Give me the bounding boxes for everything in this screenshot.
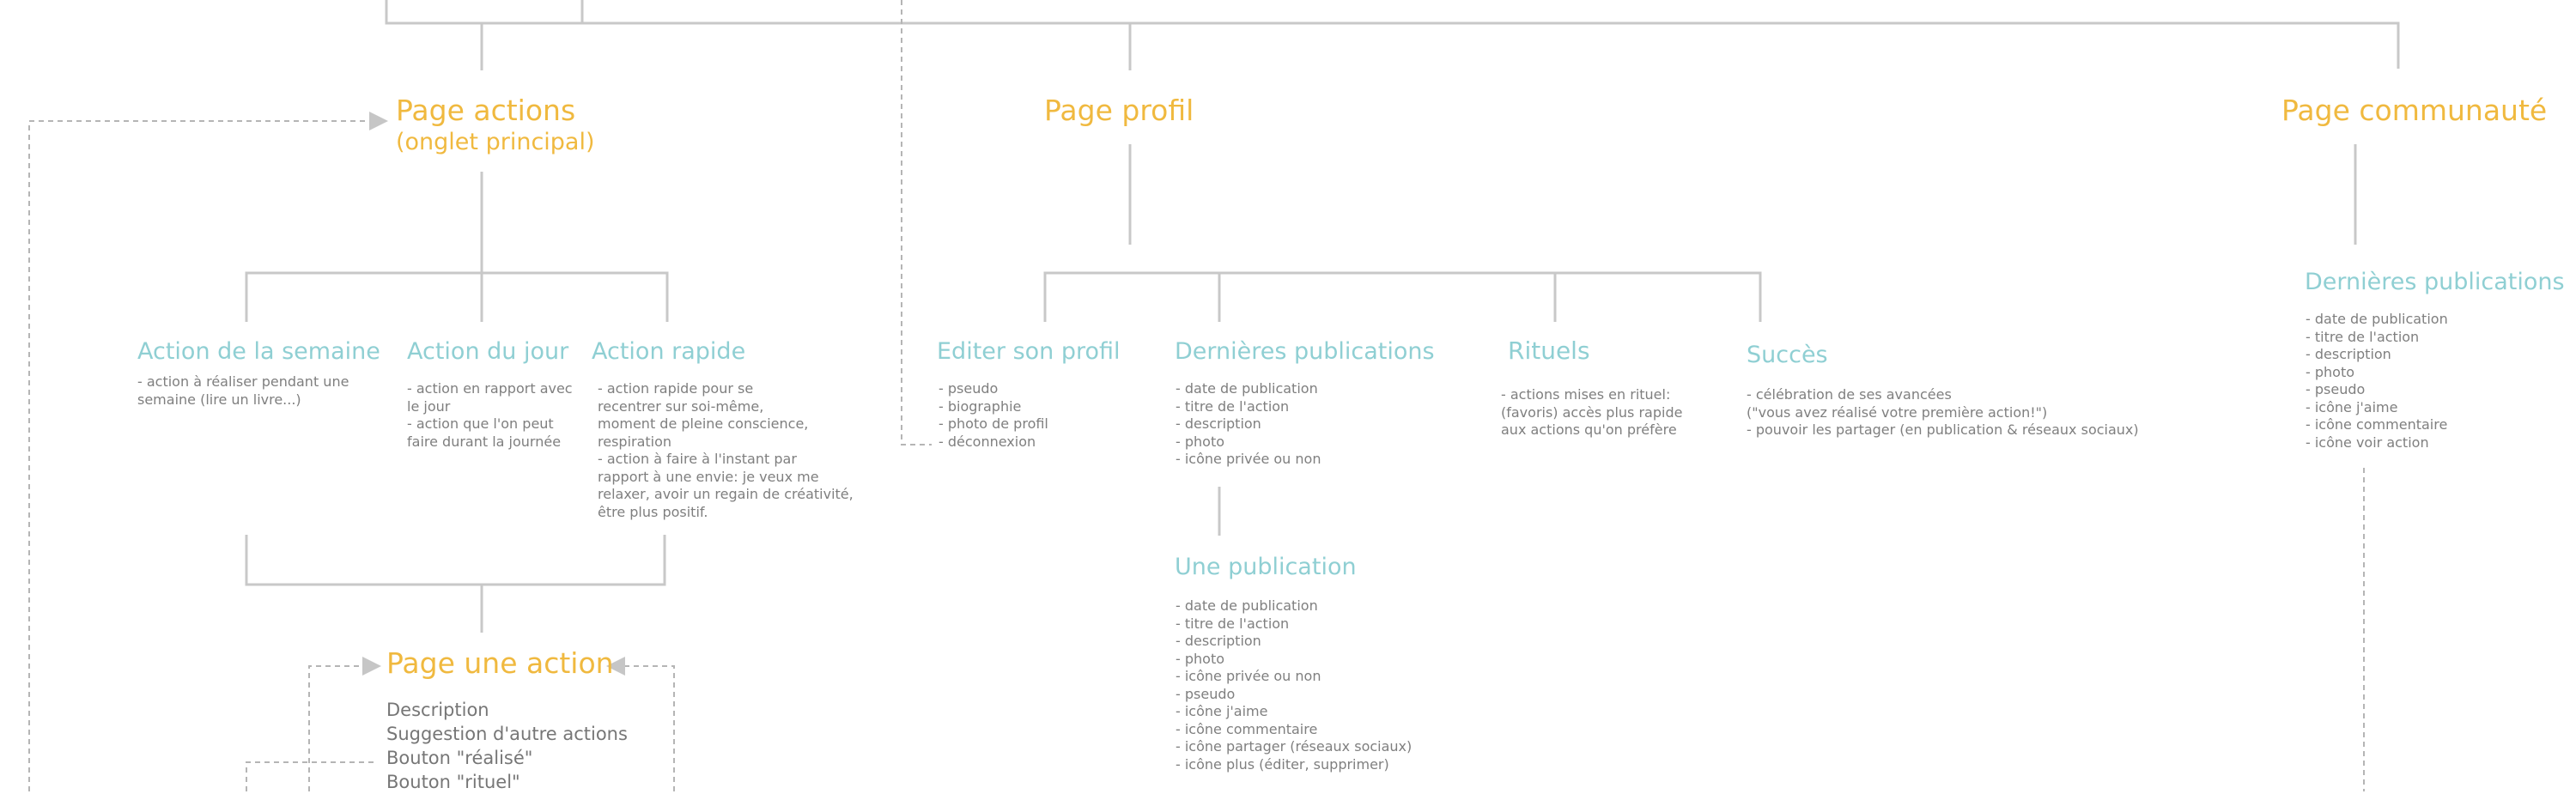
dashed-une-action-right — [617, 665, 675, 791]
profil-dernieres-publications-details: - date de publication - titre de l'actio… — [1176, 380, 1321, 469]
action-jour-details: - action en rapport avec le jour - actio… — [407, 380, 573, 451]
list-item: - titre de l'action — [1176, 615, 1290, 632]
list-item: - biographie — [939, 397, 1022, 415]
editer-profil-title: Editer son profil — [937, 338, 1121, 365]
dashed-realise-link — [246, 761, 374, 791]
actions-children-bracket — [245, 271, 669, 322]
list-item: - déconnexion — [939, 433, 1036, 450]
list-item: Suggestion d'autre actions — [386, 724, 628, 744]
list-item: - action à réaliser pendant une — [137, 373, 349, 390]
action-jour-title: Action du jour — [407, 338, 569, 365]
list-item: - pseudo — [2306, 381, 2366, 397]
action-semaine-title: Action de la semaine — [137, 338, 380, 365]
communaute-dernieres-publications-details: - date de publication - titre de l'actio… — [2306, 311, 2448, 452]
list-item: - pseudo — [1176, 685, 1236, 702]
list-item: aux actions qu'on préfère — [1501, 421, 1677, 438]
list-item: - description — [1176, 633, 1261, 649]
list-item: - titre de l'action — [1176, 397, 1290, 415]
list-item: - icône privée ou non — [1176, 668, 1321, 684]
dashed-deconnexion-link — [901, 0, 932, 445]
list-item: - action en rapport avec — [407, 380, 573, 397]
dashed-une-action-left — [308, 665, 369, 791]
list-item: - icône plus (éditer, supprimer) — [1176, 755, 1389, 773]
page-actions-subtitle: (onglet principal) — [396, 128, 595, 155]
list-item: - pseudo — [939, 380, 999, 397]
page-actions-title: Page actions (onglet principal) — [396, 94, 595, 155]
page-actions-label: Page actions — [396, 94, 576, 127]
list-item: - date de publication — [1176, 597, 1318, 614]
top-bracket-line — [385, 0, 2400, 69]
arrow-to-page-actions-icon — [369, 112, 388, 130]
list-item: - action rapide pour se — [598, 380, 754, 397]
list-item: Bouton "réalisé" — [386, 748, 533, 768]
action-rapide-title: Action rapide — [592, 338, 746, 365]
list-item: - icône j'aime — [1176, 703, 1268, 719]
list-item: - icône voir action — [2306, 433, 2429, 451]
list-item: rapport à une envie: je veux me — [598, 468, 819, 485]
list-item: - icône j'aime — [2306, 398, 2398, 415]
list-item: - date de publication — [1176, 380, 1318, 397]
action-semaine-details: - action à réaliser pendant une semaine … — [137, 373, 349, 409]
list-item: - icône privée ou non — [1176, 451, 1321, 467]
rituels-details: - actions mises en rituel: (favoris) acc… — [1501, 386, 1682, 439]
list-item: faire durant la journée — [407, 433, 562, 450]
list-item: - icône partager (réseaux sociaux) — [1176, 738, 1413, 755]
list-item: - icône commentaire — [1176, 720, 1318, 737]
list-item: - photo — [1176, 650, 1225, 667]
list-item: - actions mises en rituel: — [1501, 386, 1671, 403]
action-rapide-details: - action rapide pour se recentrer sur so… — [598, 380, 854, 521]
arrow-to-une-action-right-icon — [606, 657, 625, 676]
list-item: - date de publication — [2306, 311, 2448, 327]
profil-children-bracket — [1043, 271, 1762, 322]
list-item: - photo de profil — [939, 415, 1048, 432]
list-item: - action à faire à l'instant par — [598, 451, 797, 467]
list-item: Bouton "rituel" — [386, 772, 520, 792]
editer-profil-details: - pseudo - biographie - photo de profil … — [939, 380, 1048, 451]
arrow-to-une-action-left-icon — [362, 657, 381, 676]
une-publication-title: Une publication — [1175, 554, 1357, 580]
une-publication-details: - date de publication - titre de l'actio… — [1176, 597, 1412, 773]
list-item: recentrer sur soi-même, — [598, 397, 764, 415]
list-item: - pouvoir les partager (en publication &… — [1747, 421, 2139, 438]
list-item: - photo — [1176, 433, 1225, 450]
list-item: semaine (lire un livre...) — [137, 391, 301, 408]
list-item: - célébration de ses avancées — [1747, 386, 1952, 403]
list-item: relaxer, avoir un regain de créativité, — [598, 486, 854, 502]
list-item: Description — [386, 700, 489, 720]
list-item: - description — [1176, 415, 1261, 432]
dashed-left-loop — [28, 120, 378, 791]
page-communaute-title: Page communauté — [2281, 94, 2548, 127]
list-item: être plus positif. — [598, 503, 708, 520]
rituels-title: Rituels — [1508, 336, 1590, 365]
list-item: ("vous avez réalisé votre première actio… — [1747, 403, 2048, 421]
succes-title: Succès — [1747, 342, 1828, 368]
list-item: (favoris) accès plus rapide — [1501, 403, 1683, 421]
list-item: moment de pleine conscience, — [598, 415, 809, 432]
list-item: - titre de l'action — [2306, 328, 2420, 345]
list-item: - icône commentaire — [2306, 416, 2448, 433]
list-item: - action que l'on peut — [407, 415, 554, 432]
succes-details: - célébration de ses avancées ("vous ave… — [1747, 386, 2139, 439]
list-item: - photo — [2306, 363, 2355, 380]
page-une-action-title: Page une action — [386, 646, 614, 680]
list-item: le jour — [407, 397, 451, 415]
page-une-action-details: Description Suggestion d'autre actions B… — [386, 698, 628, 794]
list-item: - description — [2306, 346, 2391, 362]
communaute-dernieres-publications-title: Dernières publications — [2305, 269, 2565, 295]
profil-dernieres-publications-title: Dernières publications — [1175, 338, 1435, 365]
page-profil-title: Page profil — [1044, 94, 1194, 127]
actions-merge-bracket — [245, 535, 666, 586]
list-item: respiration — [598, 433, 672, 450]
